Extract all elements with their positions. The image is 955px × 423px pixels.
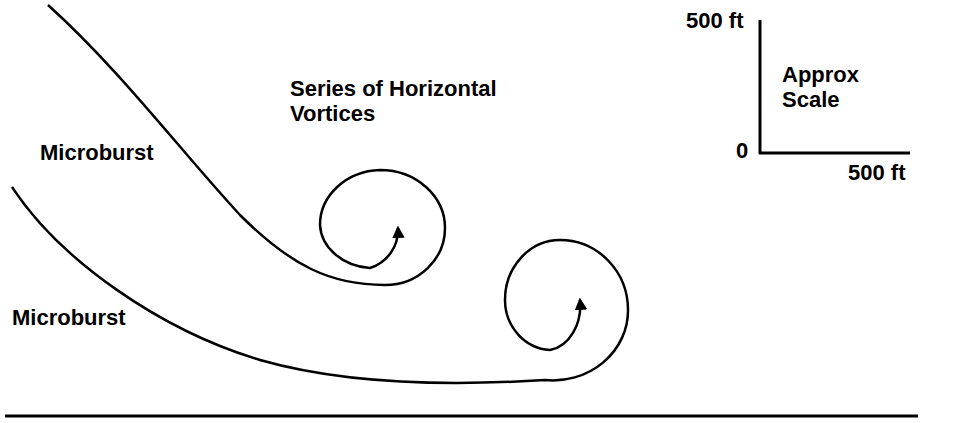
scale-width-label: 500 ft [848, 160, 928, 185]
scale-title: Approx Scale [782, 62, 882, 113]
scale-height-label: 500 ft [686, 8, 756, 33]
microburst-label: Microburst [40, 140, 190, 165]
lower-microburst-flow [12, 187, 628, 383]
scale-origin-label: 0 [736, 138, 756, 163]
ground-line [5, 415, 918, 418]
vortices-label: Series of Horizontal Vortices [290, 76, 530, 127]
scale-horizontal-bar [759, 152, 910, 155]
microburst-label: Microburst [12, 305, 162, 330]
scale-vertical-bar [759, 20, 762, 154]
